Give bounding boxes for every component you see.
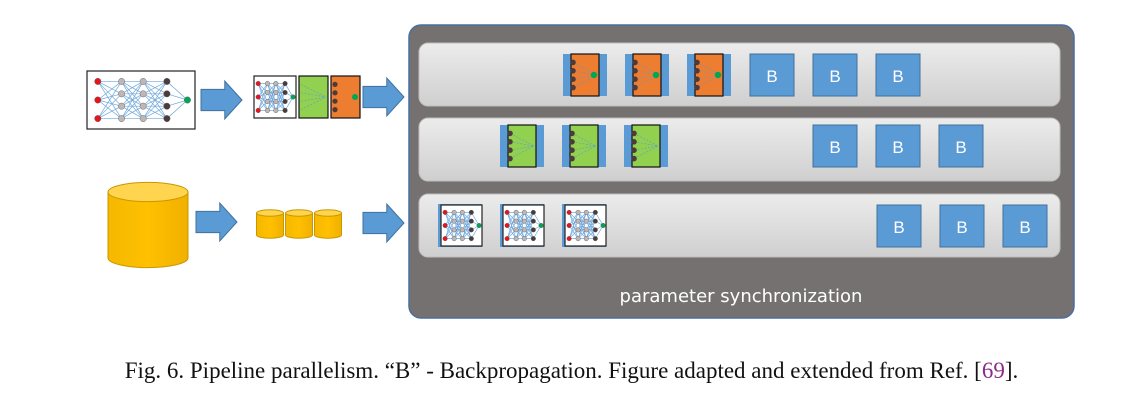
arrow-icon	[200, 79, 243, 121]
data-batch-cylinder-icon	[256, 209, 284, 239]
backprop-block: B	[875, 124, 921, 168]
arrow-icon	[362, 76, 405, 118]
caption-text-end: ].	[1004, 358, 1019, 383]
data-batch-cylinder-icon	[314, 209, 342, 239]
backprop-block: B	[749, 53, 795, 97]
data-batch-cylinder-icon	[285, 209, 313, 239]
backprop-label: B	[893, 218, 904, 237]
backprop-label: B	[956, 218, 967, 237]
backprop-label: B	[829, 138, 840, 157]
backprop-label: B	[766, 67, 777, 86]
backprop-label: B	[955, 138, 966, 157]
backprop-block: B	[812, 53, 858, 97]
forward-pass-orange-stage-icon	[625, 53, 669, 97]
arrow-icon	[195, 201, 238, 243]
forward-pass-green-stage-icon	[500, 124, 544, 168]
caption-text: Fig. 6. Pipeline parallelism. “B” - Back…	[124, 358, 982, 383]
figure-caption: Fig. 6. Pipeline parallelism. “B” - Back…	[0, 358, 1143, 384]
backprop-label: B	[892, 138, 903, 157]
backprop-block: B	[938, 124, 984, 168]
forward-pass-orange-stage-icon	[563, 53, 607, 97]
backprop-block: B	[876, 204, 922, 248]
pipeline-lane-1	[418, 42, 1061, 107]
backprop-label: B	[892, 67, 903, 86]
backprop-block: B	[812, 124, 858, 168]
backprop-block: B	[1002, 204, 1048, 248]
split-network-orange-stage-icon	[330, 75, 361, 119]
backprop-block: B	[875, 53, 921, 97]
caption-reference-link[interactable]: 69	[981, 358, 1005, 383]
parameter-synchronization-label: parameter synchronization	[620, 286, 863, 307]
forward-pass-green-stage-icon	[624, 124, 668, 168]
forward-pass-network-icon	[502, 204, 545, 247]
dataset-cylinder-icon	[107, 181, 189, 269]
backprop-block: B	[939, 204, 985, 248]
split-network-green-stage-icon	[298, 75, 329, 119]
split-network-part-icon	[253, 75, 297, 119]
forward-pass-network-icon	[440, 204, 483, 247]
forward-pass-network-icon	[564, 204, 607, 247]
forward-pass-green-stage-icon	[562, 124, 606, 168]
backprop-label: B	[1019, 218, 1030, 237]
arrow-icon	[362, 202, 405, 244]
full-network-icon	[86, 70, 196, 130]
backprop-label: B	[829, 67, 840, 86]
forward-pass-orange-stage-icon	[687, 53, 731, 97]
